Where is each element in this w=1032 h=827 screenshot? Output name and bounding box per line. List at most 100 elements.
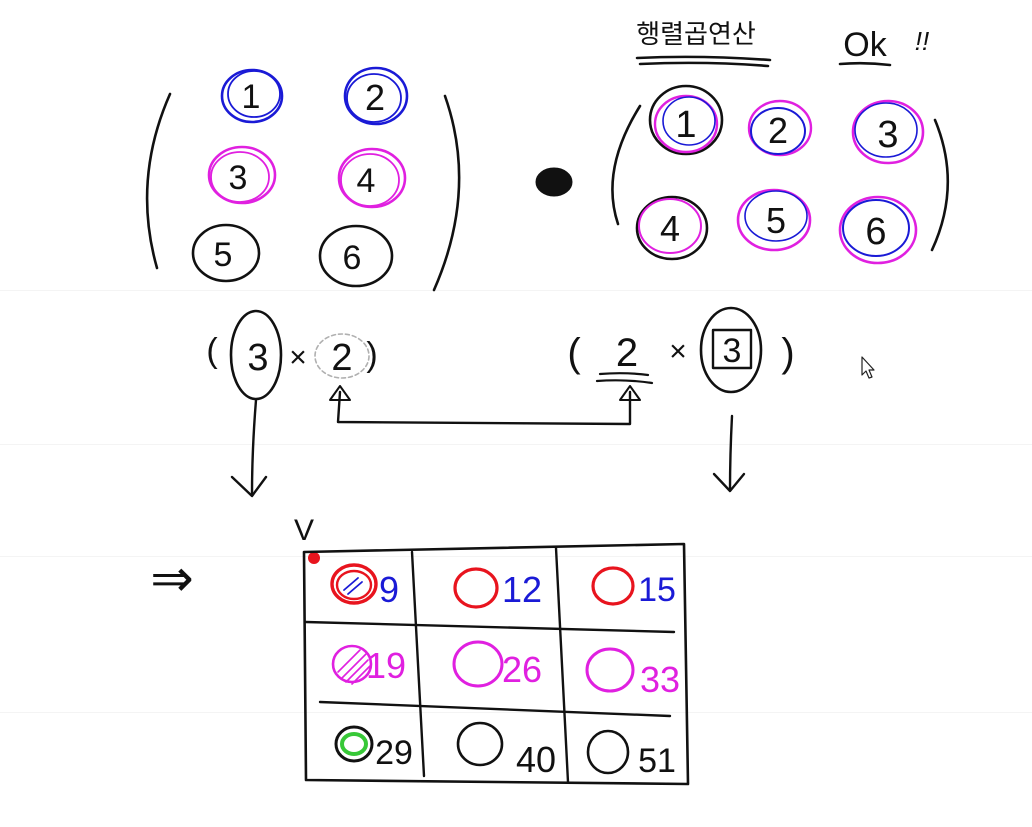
- circle-mark: [330, 563, 378, 605]
- grid-line: [304, 620, 676, 634]
- circle-mark: [318, 224, 394, 288]
- dims-b-close: ): [781, 331, 794, 375]
- circle-mark: [453, 567, 499, 609]
- circle-mark: [191, 223, 261, 283]
- result-value: 9: [379, 569, 399, 610]
- result-cell: 19: [331, 644, 406, 686]
- circle-mark: [851, 99, 925, 165]
- matrix-b-cell: 2: [747, 99, 813, 157]
- dims-a-open: (: [206, 332, 218, 370]
- korean-title: 행렬곱연산: [636, 19, 756, 49]
- circle-mark: [750, 107, 806, 155]
- result-cell: 9: [330, 563, 399, 610]
- circle-mark: [210, 151, 270, 203]
- circle-mark: [736, 188, 812, 252]
- red-dot: [308, 552, 320, 564]
- result-value: 29: [375, 734, 413, 772]
- circle-mark: [334, 725, 374, 763]
- result-value: 26: [502, 649, 542, 690]
- result-value: 51: [638, 742, 676, 780]
- circle-mark: [340, 153, 400, 207]
- circle-mark: [854, 102, 918, 158]
- circle-mark: [838, 195, 918, 265]
- circle-mark: [747, 99, 813, 157]
- down-arrow-left: [250, 398, 258, 496]
- matrix-a-value: 4: [357, 162, 376, 200]
- ok-mark: Ok: [843, 26, 887, 64]
- matrix-b-left-bracket: [611, 104, 642, 226]
- down-arrow-right: [728, 414, 734, 492]
- matrix-a-value: 3: [229, 159, 248, 197]
- result-value: 15: [638, 571, 676, 609]
- down-arrow-right-head: [712, 472, 746, 493]
- result-cell: 33: [585, 647, 680, 700]
- ok-underline: [838, 61, 892, 67]
- dims-b-open: (: [567, 331, 581, 375]
- dims-a: ( 3 × 2 ): [206, 309, 378, 401]
- matrix-a-left-bracket: [145, 92, 172, 270]
- dot-operator: [535, 167, 573, 197]
- matrix-a-value: 2: [365, 77, 385, 118]
- grid-line: [554, 546, 570, 784]
- matrix-b-value: 1: [675, 104, 696, 146]
- dims-b: ( 2 × 3 ): [567, 306, 795, 394]
- circle-mark: [340, 732, 368, 756]
- matrix-a-right-bracket: [432, 94, 461, 292]
- title-underline: [635, 55, 772, 62]
- result-cell: 29: [334, 725, 413, 772]
- result-cell: 26: [452, 640, 542, 690]
- matrix-b-value: 5: [766, 200, 786, 241]
- result-value: 33: [640, 659, 680, 700]
- result-cell: 40: [456, 721, 556, 780]
- matrix-a-cell: 5: [191, 223, 261, 283]
- matrix-b-cell: 5: [736, 188, 812, 252]
- matrix-a-value: 5: [214, 236, 233, 274]
- circle-mark: [207, 145, 277, 205]
- circle-mark: [331, 644, 373, 684]
- matrix-a-cell: 6: [318, 224, 394, 288]
- matrix-b-value: 6: [865, 211, 886, 253]
- circle-mark: [591, 566, 635, 606]
- circle-mark: [744, 190, 808, 242]
- box-mark: [711, 328, 753, 370]
- result-cell: 51: [586, 729, 676, 780]
- matrix-b: 1 2 3 4 5: [635, 84, 925, 265]
- circle-mark: [648, 84, 724, 156]
- result-value: 40: [516, 739, 556, 780]
- exclaim-mark: !!: [915, 26, 929, 56]
- circle-mark: [662, 96, 716, 146]
- matrix-b-value: 3: [877, 114, 898, 156]
- header: 행렬곱연산 Ok !!: [635, 19, 929, 68]
- dims-b-times: ×: [669, 335, 687, 368]
- circle-mark: [452, 640, 504, 688]
- circle-mark: [699, 306, 763, 394]
- circle-mark: [335, 569, 373, 601]
- matrix-a-cell: 2: [343, 66, 409, 126]
- matrix-b-right-bracket: [930, 118, 950, 252]
- dims-b-cols: 3: [723, 332, 742, 370]
- matrix-a-cell: 4: [337, 147, 407, 209]
- inner-dim-connector: [336, 390, 632, 426]
- result-cell: 12: [453, 567, 542, 610]
- down-arrow-left-head: [230, 475, 268, 498]
- circle-mark: [842, 199, 910, 257]
- matrix-b-value: 4: [660, 208, 680, 249]
- circle-mark: [220, 68, 284, 124]
- circle-mark: [586, 729, 630, 775]
- circle-mark: [314, 333, 370, 379]
- circle-mark: [337, 147, 407, 209]
- matrix-b-value: 2: [768, 110, 788, 151]
- implies-arrow: ⇒: [150, 550, 194, 608]
- dims-a-times: ×: [289, 341, 307, 374]
- result-cell: 15: [591, 566, 676, 609]
- matrix-b-cell: 1: [648, 84, 724, 156]
- underline-mark: [598, 372, 650, 377]
- check-mark: V: [294, 514, 314, 547]
- dims-b-rows: 2: [616, 331, 638, 375]
- grid-outline: [302, 542, 690, 786]
- circle-mark: [346, 73, 402, 123]
- circle-mark: [227, 70, 281, 118]
- grid-line: [318, 700, 672, 718]
- circle-mark: [456, 721, 504, 767]
